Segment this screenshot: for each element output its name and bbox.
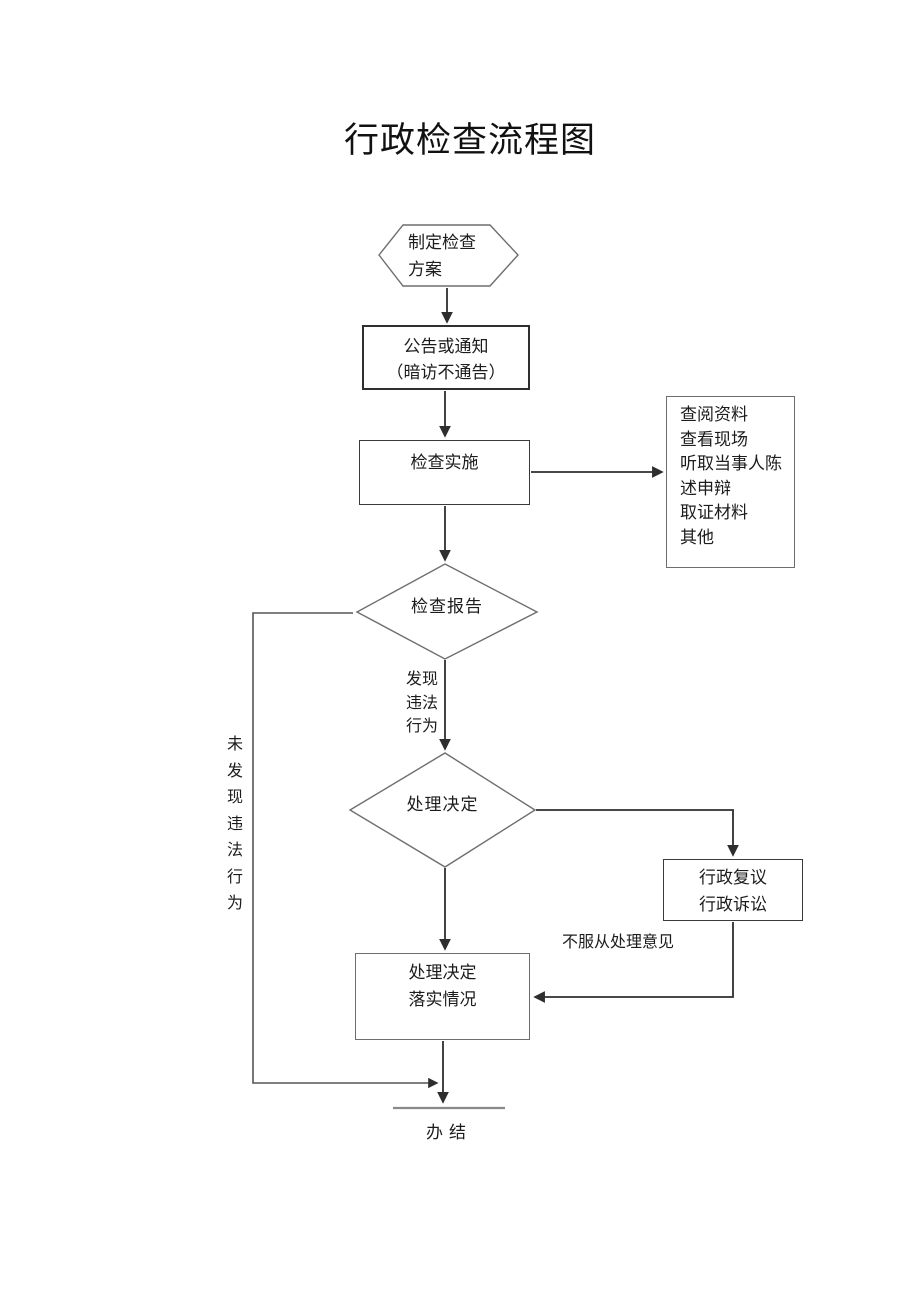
methods-line: 听取当事人陈 xyxy=(680,454,782,475)
hexagon-plan-shape xyxy=(378,224,519,287)
node-implementation-line1: 处理决定 xyxy=(408,963,477,983)
edge-label-no-violation: 未 发 现 违 法 行 为 xyxy=(227,734,244,912)
methods-line: 查看现场 xyxy=(680,429,748,450)
node-review-line2: 行政诉讼 xyxy=(699,895,767,915)
node-implement-label: 检查实施 xyxy=(410,453,479,473)
edge-decision-to-review xyxy=(536,809,739,857)
node-review-line1: 行政复议 xyxy=(699,868,767,888)
edge-report-loop-to-end xyxy=(252,612,439,1089)
node-notice-line2: （暗访不通告） xyxy=(386,363,506,383)
node-implementation: 处理决定 落实情况 xyxy=(355,953,530,1040)
node-notice-line1: 公告或通知 xyxy=(403,337,489,357)
methods-line: 述申辩 xyxy=(680,478,731,499)
methods-line: 其他 xyxy=(680,527,714,548)
edge-label-disobey: 不服从处理意见 xyxy=(562,932,675,951)
node-end-label: 办结 xyxy=(426,1123,472,1143)
diamond-report-shape xyxy=(355,563,539,660)
node-notice: 公告或通知 （暗访不通告） xyxy=(362,325,530,390)
node-report-label: 检查报告 xyxy=(411,597,483,617)
methods-line: 查阅资料 xyxy=(680,405,748,425)
node-plan-label: 制定检查 方案 xyxy=(408,233,476,280)
page-title: 行政检查流程图 xyxy=(344,121,597,161)
node-methods: 查阅资料 查看现场 听取当事人陈 述申辩 取证材料 其他 xyxy=(666,396,795,568)
node-decision-label: 处理决定 xyxy=(406,795,479,815)
node-implementation-line2: 落实情况 xyxy=(408,990,477,1010)
edge-review-to-implementation xyxy=(533,922,734,1003)
diamond-decision-shape xyxy=(348,752,537,868)
edge-label-found-violation: 发现 违法 行为 xyxy=(406,669,439,735)
node-implement: 检查实施 xyxy=(359,440,530,505)
methods-line: 取证材料 xyxy=(680,503,748,524)
node-review: 行政复议 行政诉讼 xyxy=(663,859,803,921)
